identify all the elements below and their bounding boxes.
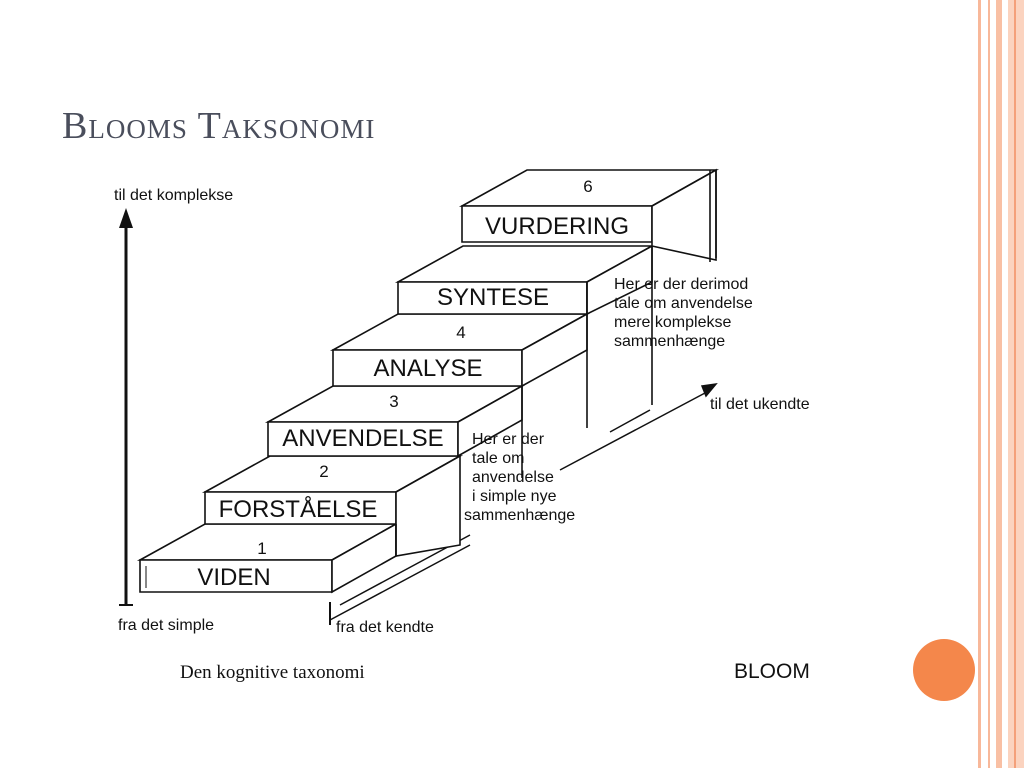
step-6-number: 6: [583, 177, 592, 196]
annotation-simple-line: sammenhænge: [464, 507, 575, 524]
annotation-simple-line: tale om: [472, 450, 524, 467]
step-6-label: VURDERING: [485, 213, 629, 240]
step-6: [458, 168, 720, 261]
annotation-complex-line: tale om anvendelse: [614, 295, 753, 312]
step-4-number: 4: [456, 323, 465, 342]
right-border-stripe: [988, 0, 990, 768]
annotation-complex-line: Her er der derimod: [614, 276, 748, 293]
right-border-stripe: [996, 0, 1002, 768]
annotation-complex-line: sammenhænge: [614, 333, 725, 350]
annotation-simple-line: i simple nye: [472, 488, 557, 505]
annotation-complex: Her er der derimod tale om anvendelse me…: [614, 276, 753, 350]
step-1-label: VIDEN: [197, 564, 270, 591]
step-1-number: 1: [257, 539, 266, 558]
depth-end-label: til det ukendte: [710, 396, 810, 413]
right-border-stripe: [1008, 0, 1024, 768]
step-1: [136, 522, 400, 594]
axis-top-label: til det komplekse: [114, 187, 233, 204]
step-4: [329, 312, 591, 388]
annotation-complex-line: mere komplekse: [614, 314, 731, 331]
step-5-label: SYNTESE: [437, 284, 549, 311]
step-3: [264, 384, 526, 458]
annotation-simple-line: Her er der: [472, 431, 545, 448]
right-border-stripe: [978, 0, 981, 768]
step-2-label: FORSTÅELSE: [219, 495, 378, 523]
step-2-number: 2: [319, 462, 328, 481]
step-3-number: 3: [389, 392, 398, 411]
axis-bottom-label: fra det simple: [118, 617, 214, 634]
annotation-simple-line: anvendelse: [472, 469, 554, 486]
step-4-label: ANALYSE: [374, 355, 483, 382]
author-label: BLOOM: [734, 660, 810, 683]
complexity-axis: [119, 208, 133, 606]
slide-title: Blooms Taksonomi: [62, 105, 376, 147]
arrow-up-icon: [119, 208, 133, 228]
orange-circle-decoration: [913, 639, 975, 701]
figure-caption: Den kognitive taxonomi: [180, 662, 365, 683]
annotation-simple: Her er der tale om anvendelse i simple n…: [464, 431, 575, 524]
step-3-label: ANVENDELSE: [282, 425, 443, 452]
depth-start-label: fra det kendte: [336, 619, 434, 636]
arrow-right-icon: [700, 382, 718, 398]
staircase: [136, 168, 720, 594]
right-border-stripe: [1014, 0, 1016, 768]
